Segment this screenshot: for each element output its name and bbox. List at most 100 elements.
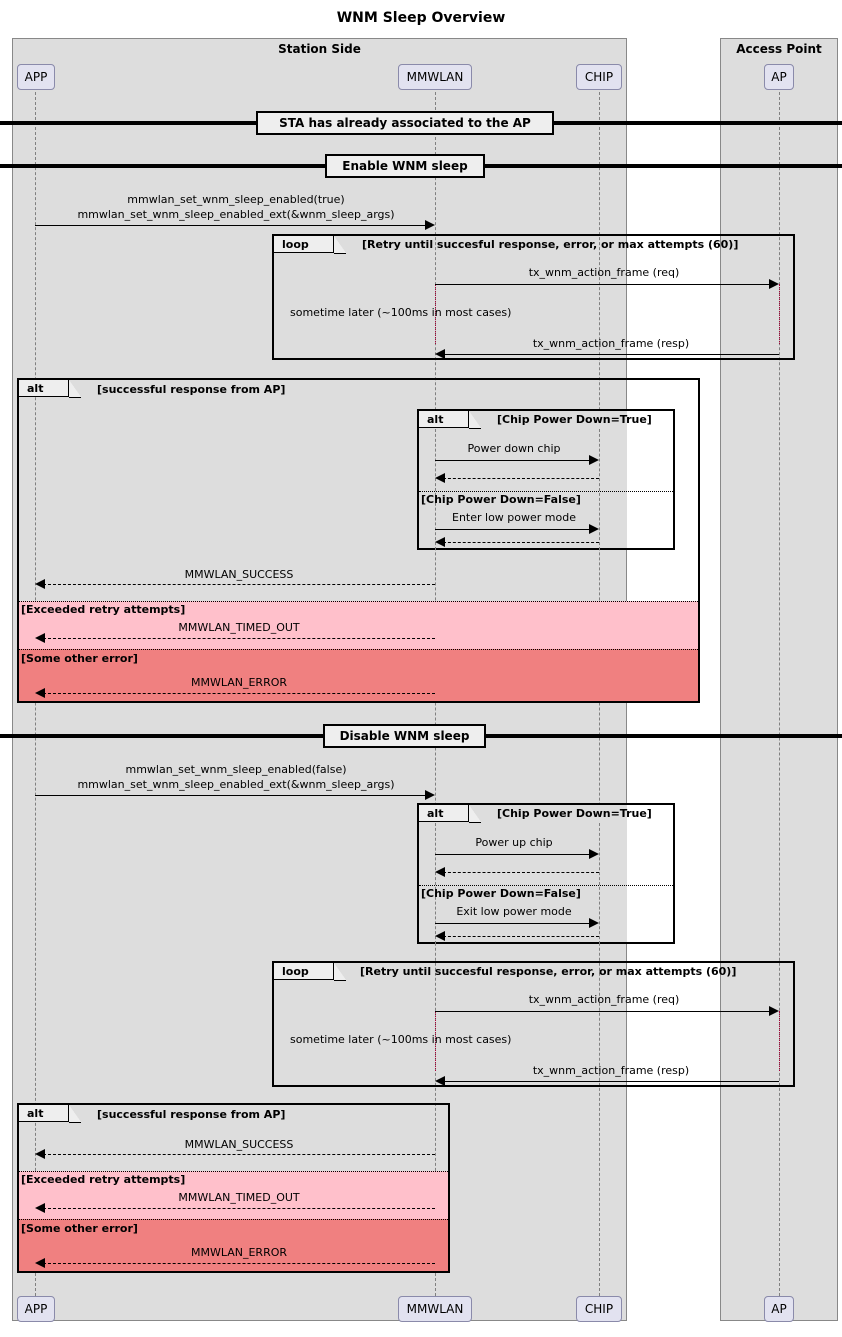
participant-mmwlan-top[interactable]: MMWLAN xyxy=(398,64,472,90)
message-exit-low-power-return-arrowhead xyxy=(435,931,445,941)
fragment-alt-enable-outer-label: [successful response from AP] xyxy=(97,383,286,396)
participant-ap-top-label: AP xyxy=(771,70,787,84)
note-sometime-later-enable: sometime later (~100ms in most cases) xyxy=(290,306,512,319)
fragment-alt-enable-outer xyxy=(17,378,700,703)
fragment-alt-disable-else2-label: [Some other error] xyxy=(21,1222,138,1235)
message-enable-call-line xyxy=(35,225,426,226)
fragment-alt-enable-else2-label: [Some other error] xyxy=(21,652,138,665)
message-disable-call-line2: mmwlan_set_wnm_sleep_enabled_ext(&wnm_sl… xyxy=(77,778,395,791)
fragment-loop-disable-tab-corner xyxy=(334,963,346,981)
separator-enable-label: Enable WNM sleep xyxy=(342,159,468,173)
lifeline-ap xyxy=(779,92,780,1296)
fragment-alt-disable-outer-keyword: alt xyxy=(27,1106,44,1120)
lifeline-mmwlan-seg-inner-enable xyxy=(435,429,436,550)
message-disable-call-line xyxy=(35,795,426,796)
message-power-up-chip-label: Power up chip xyxy=(475,836,553,849)
participant-app-bottom[interactable]: APP xyxy=(17,1296,55,1322)
fragment-alt-enable-inner-label: [Chip Power Down=True] xyxy=(497,413,652,426)
message-power-down-chip-label: Power down chip xyxy=(467,442,561,455)
message-timed-out-enable-line xyxy=(43,638,435,639)
message-error-disable-arrowhead xyxy=(35,1258,45,1268)
fragment-alt-disable-outer-tab-corner xyxy=(69,1105,81,1123)
fragment-alt-disable-inner-label: [Chip Power Down=True] xyxy=(497,807,652,820)
fragment-alt-enable-inner-tab: alt xyxy=(419,411,469,428)
message-error-enable-line xyxy=(43,693,435,694)
note-sometime-later-disable: sometime later (~100ms in most cases) xyxy=(290,1033,512,1046)
fragment-alt-enable-outer-keyword: alt xyxy=(27,381,44,395)
message-success-disable-line xyxy=(43,1154,435,1155)
fragment-alt-enable-divider-timeout xyxy=(19,601,698,602)
message-tx-resp-disable-line xyxy=(443,1081,779,1082)
fragment-alt-disable-else1-label: [Exceeded retry attempts] xyxy=(21,1173,186,1186)
participant-ap-bottom-label: AP xyxy=(771,1302,787,1316)
fragment-loop-enable-tab: loop xyxy=(274,236,334,253)
message-power-down-chip-arrowhead xyxy=(589,455,599,465)
message-tx-req-disable-line xyxy=(435,1011,771,1012)
separator-disable: Disable WNM sleep xyxy=(323,724,486,748)
message-enable-call-arrowhead xyxy=(425,220,435,230)
fragment-alt-disable-divider-timeout xyxy=(19,1171,448,1172)
message-timed-out-disable-line xyxy=(43,1208,435,1209)
message-tx-resp-enable-line xyxy=(443,354,779,355)
separator-rule-enable-left xyxy=(0,164,327,168)
message-success-enable-line xyxy=(43,584,435,585)
fragment-alt-disable-divider-error xyxy=(19,1219,448,1220)
separator-enable: Enable WNM sleep xyxy=(325,154,485,178)
message-exit-low-power-return-line xyxy=(443,936,599,937)
fragment-loop-disable xyxy=(272,961,795,1087)
participant-chip-top[interactable]: CHIP xyxy=(576,64,622,90)
participant-chip-bottom-label: CHIP xyxy=(584,1302,614,1316)
message-tx-req-disable-arrowhead xyxy=(769,1006,779,1016)
message-tx-resp-disable-label: tx_wnm_action_frame (resp) xyxy=(532,1064,690,1077)
fragment-alt-enable-else1-label: [Exceeded retry attempts] xyxy=(21,603,186,616)
separator-disable-label: Disable WNM sleep xyxy=(339,729,470,743)
lifeline-activation-ap-disable xyxy=(779,1011,780,1071)
fragment-loop-enable-tab-corner xyxy=(334,236,346,254)
message-enter-low-power-arrowhead xyxy=(589,524,599,534)
message-enter-low-power-return-line xyxy=(443,542,599,543)
message-error-disable-label: MMWLAN_ERROR xyxy=(190,1246,288,1259)
fragment-loop-enable-keyword: loop xyxy=(282,237,309,251)
group-title-station-side: Station Side xyxy=(278,42,361,56)
message-power-up-chip-line xyxy=(435,854,590,855)
participant-app-top[interactable]: APP xyxy=(17,64,55,90)
fragment-alt-enable-timeout-fill xyxy=(19,601,698,649)
lifeline-activation-mmwlan-enable xyxy=(435,284,436,344)
fragment-alt-enable-inner-tab-corner xyxy=(469,411,481,429)
participant-chip-bottom[interactable]: CHIP xyxy=(576,1296,622,1322)
participant-app-bottom-label: APP xyxy=(24,1302,48,1316)
fragment-loop-disable-tab: loop xyxy=(274,963,334,980)
participant-app-top-label: APP xyxy=(24,70,48,84)
message-exit-low-power-arrowhead xyxy=(589,918,599,928)
separator-rule-associated-right xyxy=(552,121,842,125)
participant-ap-bottom[interactable]: AP xyxy=(764,1296,794,1322)
message-disable-call-arrowhead xyxy=(425,790,435,800)
separator-associated-label: STA has already associated to the AP xyxy=(279,116,531,130)
message-power-down-chip-line xyxy=(435,460,590,461)
lifeline-chip-seg-inner-enable xyxy=(599,429,600,550)
separator-rule-enable-right xyxy=(484,164,842,168)
fragment-alt-enable-outer-tab: alt xyxy=(19,380,69,397)
separator-rule-associated-left xyxy=(0,121,258,125)
fragment-alt-disable-inner-divider xyxy=(419,885,673,886)
participant-mmwlan-bottom[interactable]: MMWLAN xyxy=(398,1296,472,1322)
message-tx-req-enable-label: tx_wnm_action_frame (req) xyxy=(528,266,680,279)
participant-chip-top-label: CHIP xyxy=(584,70,614,84)
fragment-alt-disable-inner-else-label: [Chip Power Down=False] xyxy=(421,887,581,900)
fragment-alt-disable-inner-keyword: alt xyxy=(427,806,444,820)
message-power-down-chip-return-line xyxy=(443,478,599,479)
page-title: WNM Sleep Overview xyxy=(336,10,506,26)
fragment-alt-disable-outer xyxy=(17,1103,450,1273)
participant-mmwlan-top-label: MMWLAN xyxy=(406,70,464,84)
message-error-enable-label: MMWLAN_ERROR xyxy=(190,676,288,689)
separator-associated: STA has already associated to the AP xyxy=(256,111,554,135)
message-timed-out-enable-arrowhead xyxy=(35,633,45,643)
message-tx-req-disable-label: tx_wnm_action_frame (req) xyxy=(528,993,680,1006)
participant-ap-top[interactable]: AP xyxy=(764,64,794,90)
message-success-enable-arrowhead xyxy=(35,579,45,589)
message-success-disable-arrowhead xyxy=(35,1149,45,1159)
message-disable-call-line1: mmwlan_set_wnm_sleep_enabled(false) xyxy=(125,763,347,776)
message-enter-low-power-line xyxy=(435,529,590,530)
message-exit-low-power-label: Exit low power mode xyxy=(456,905,572,918)
